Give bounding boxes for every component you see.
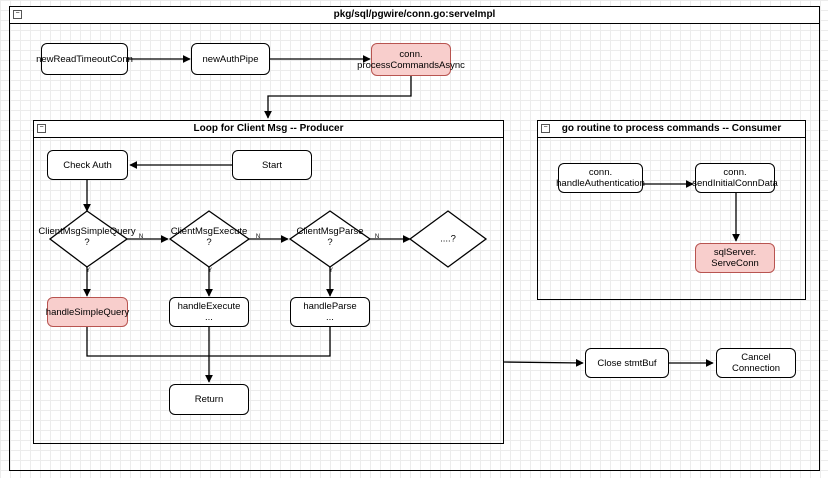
diamond-parse xyxy=(288,210,372,268)
label-execute[interactable]: ClientMsgExecute ? xyxy=(170,226,248,248)
node-new-read-timeout-conn[interactable]: newReadTimeoutConn xyxy=(36,43,133,75)
label-simple-query[interactable]: ClientMsgSimpleQuery ? xyxy=(38,226,136,248)
producer-frame: Loop for Client Msg -- Producer − xyxy=(33,120,504,444)
edge-label-no-2: N xyxy=(255,234,261,240)
edge-label-no-1: N xyxy=(138,234,144,240)
edge-loop-to-close xyxy=(503,359,584,367)
edge-label-no-3: N xyxy=(374,234,380,240)
node-send-initial-conn-data[interactable]: conn. sendInitialConnData xyxy=(692,163,778,193)
node-handle-authentication[interactable]: conn. handleAuthentication xyxy=(556,163,645,193)
node-new-auth-pipe[interactable]: newAuthPipe xyxy=(191,43,270,75)
outer-collapse-icon[interactable]: − xyxy=(13,10,22,19)
producer-frame-title: Loop for Client Msg -- Producer xyxy=(34,121,503,138)
node-serve-conn[interactable]: sqlServer. ServeConn xyxy=(695,243,775,273)
diamond-more xyxy=(408,210,488,268)
node-handle-simple-query[interactable]: handleSimpleQuery xyxy=(46,297,129,327)
diamond-execute xyxy=(168,210,251,268)
diamond-simple-query xyxy=(48,210,129,268)
node-handle-execute[interactable]: handleExecute ... xyxy=(169,297,249,327)
label-more[interactable]: ....? xyxy=(440,233,456,245)
outer-frame: pkg/sql/pgwire/conn.go:serveImpl − xyxy=(9,6,820,471)
node-return[interactable]: Return xyxy=(169,384,249,415)
edge-label-yes-1: Y xyxy=(85,268,91,274)
edge-label-yes-3: Y xyxy=(328,268,334,274)
node-close-stmt-buf[interactable]: Close stmtBuf xyxy=(585,348,669,378)
node-handle-parse[interactable]: handleParse ... xyxy=(290,297,370,327)
producer-collapse-icon[interactable]: − xyxy=(37,124,46,133)
outer-frame-title: pkg/sql/pgwire/conn.go:serveImpl xyxy=(10,7,819,24)
label-parse[interactable]: ClientMsgParse ? xyxy=(296,226,364,248)
consumer-collapse-icon[interactable]: − xyxy=(541,124,550,133)
consumer-frame-title: go routine to process commands -- Consum… xyxy=(538,121,805,138)
edge-process-to-loop xyxy=(264,76,412,119)
edge-label-yes-2: Y xyxy=(207,268,213,274)
node-cancel-connection[interactable]: Cancel Connection xyxy=(716,348,796,378)
node-process-commands-async[interactable]: conn. processCommandsAsync xyxy=(357,43,465,76)
node-start[interactable]: Start xyxy=(232,150,312,180)
consumer-frame: go routine to process commands -- Consum… xyxy=(537,120,806,300)
node-check-auth[interactable]: Check Auth xyxy=(47,150,128,180)
